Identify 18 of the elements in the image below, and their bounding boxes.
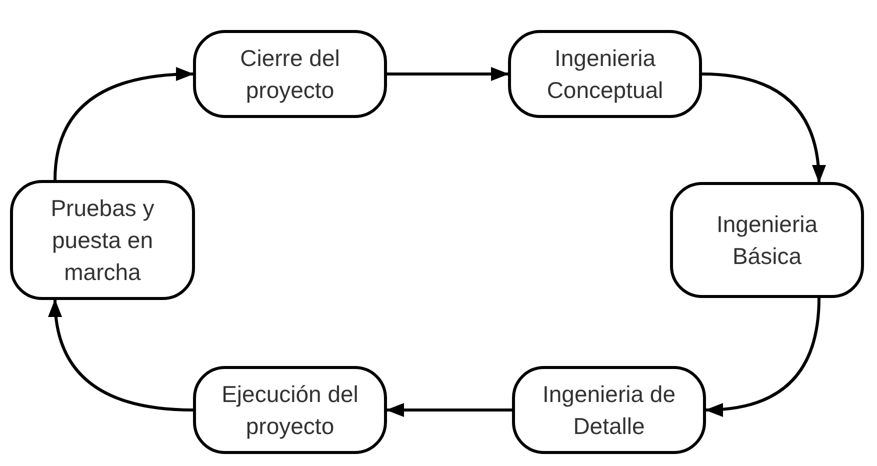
arrow	[702, 72, 826, 183]
arrow	[54, 68, 194, 180]
box-label: Pruebas y puesta en marcha	[50, 194, 156, 287]
box-label: Cierre del proyecto	[239, 44, 341, 105]
process-box	[193, 366, 387, 454]
arrow	[386, 403, 512, 417]
process-box	[670, 182, 864, 298]
process-box	[508, 30, 702, 118]
arrow	[387, 67, 509, 81]
box-label: Ingenieria de Detalle	[542, 380, 676, 441]
process-box	[512, 366, 706, 454]
arrow	[48, 299, 194, 412]
box-label: Ingenieria Conceptual	[546, 44, 664, 105]
box-label: Ingenieria Básica	[715, 210, 819, 271]
process-box	[193, 30, 387, 118]
arrow	[705, 298, 820, 416]
box-label: Ejecución del proyecto	[220, 380, 360, 441]
process-box	[10, 180, 195, 300]
